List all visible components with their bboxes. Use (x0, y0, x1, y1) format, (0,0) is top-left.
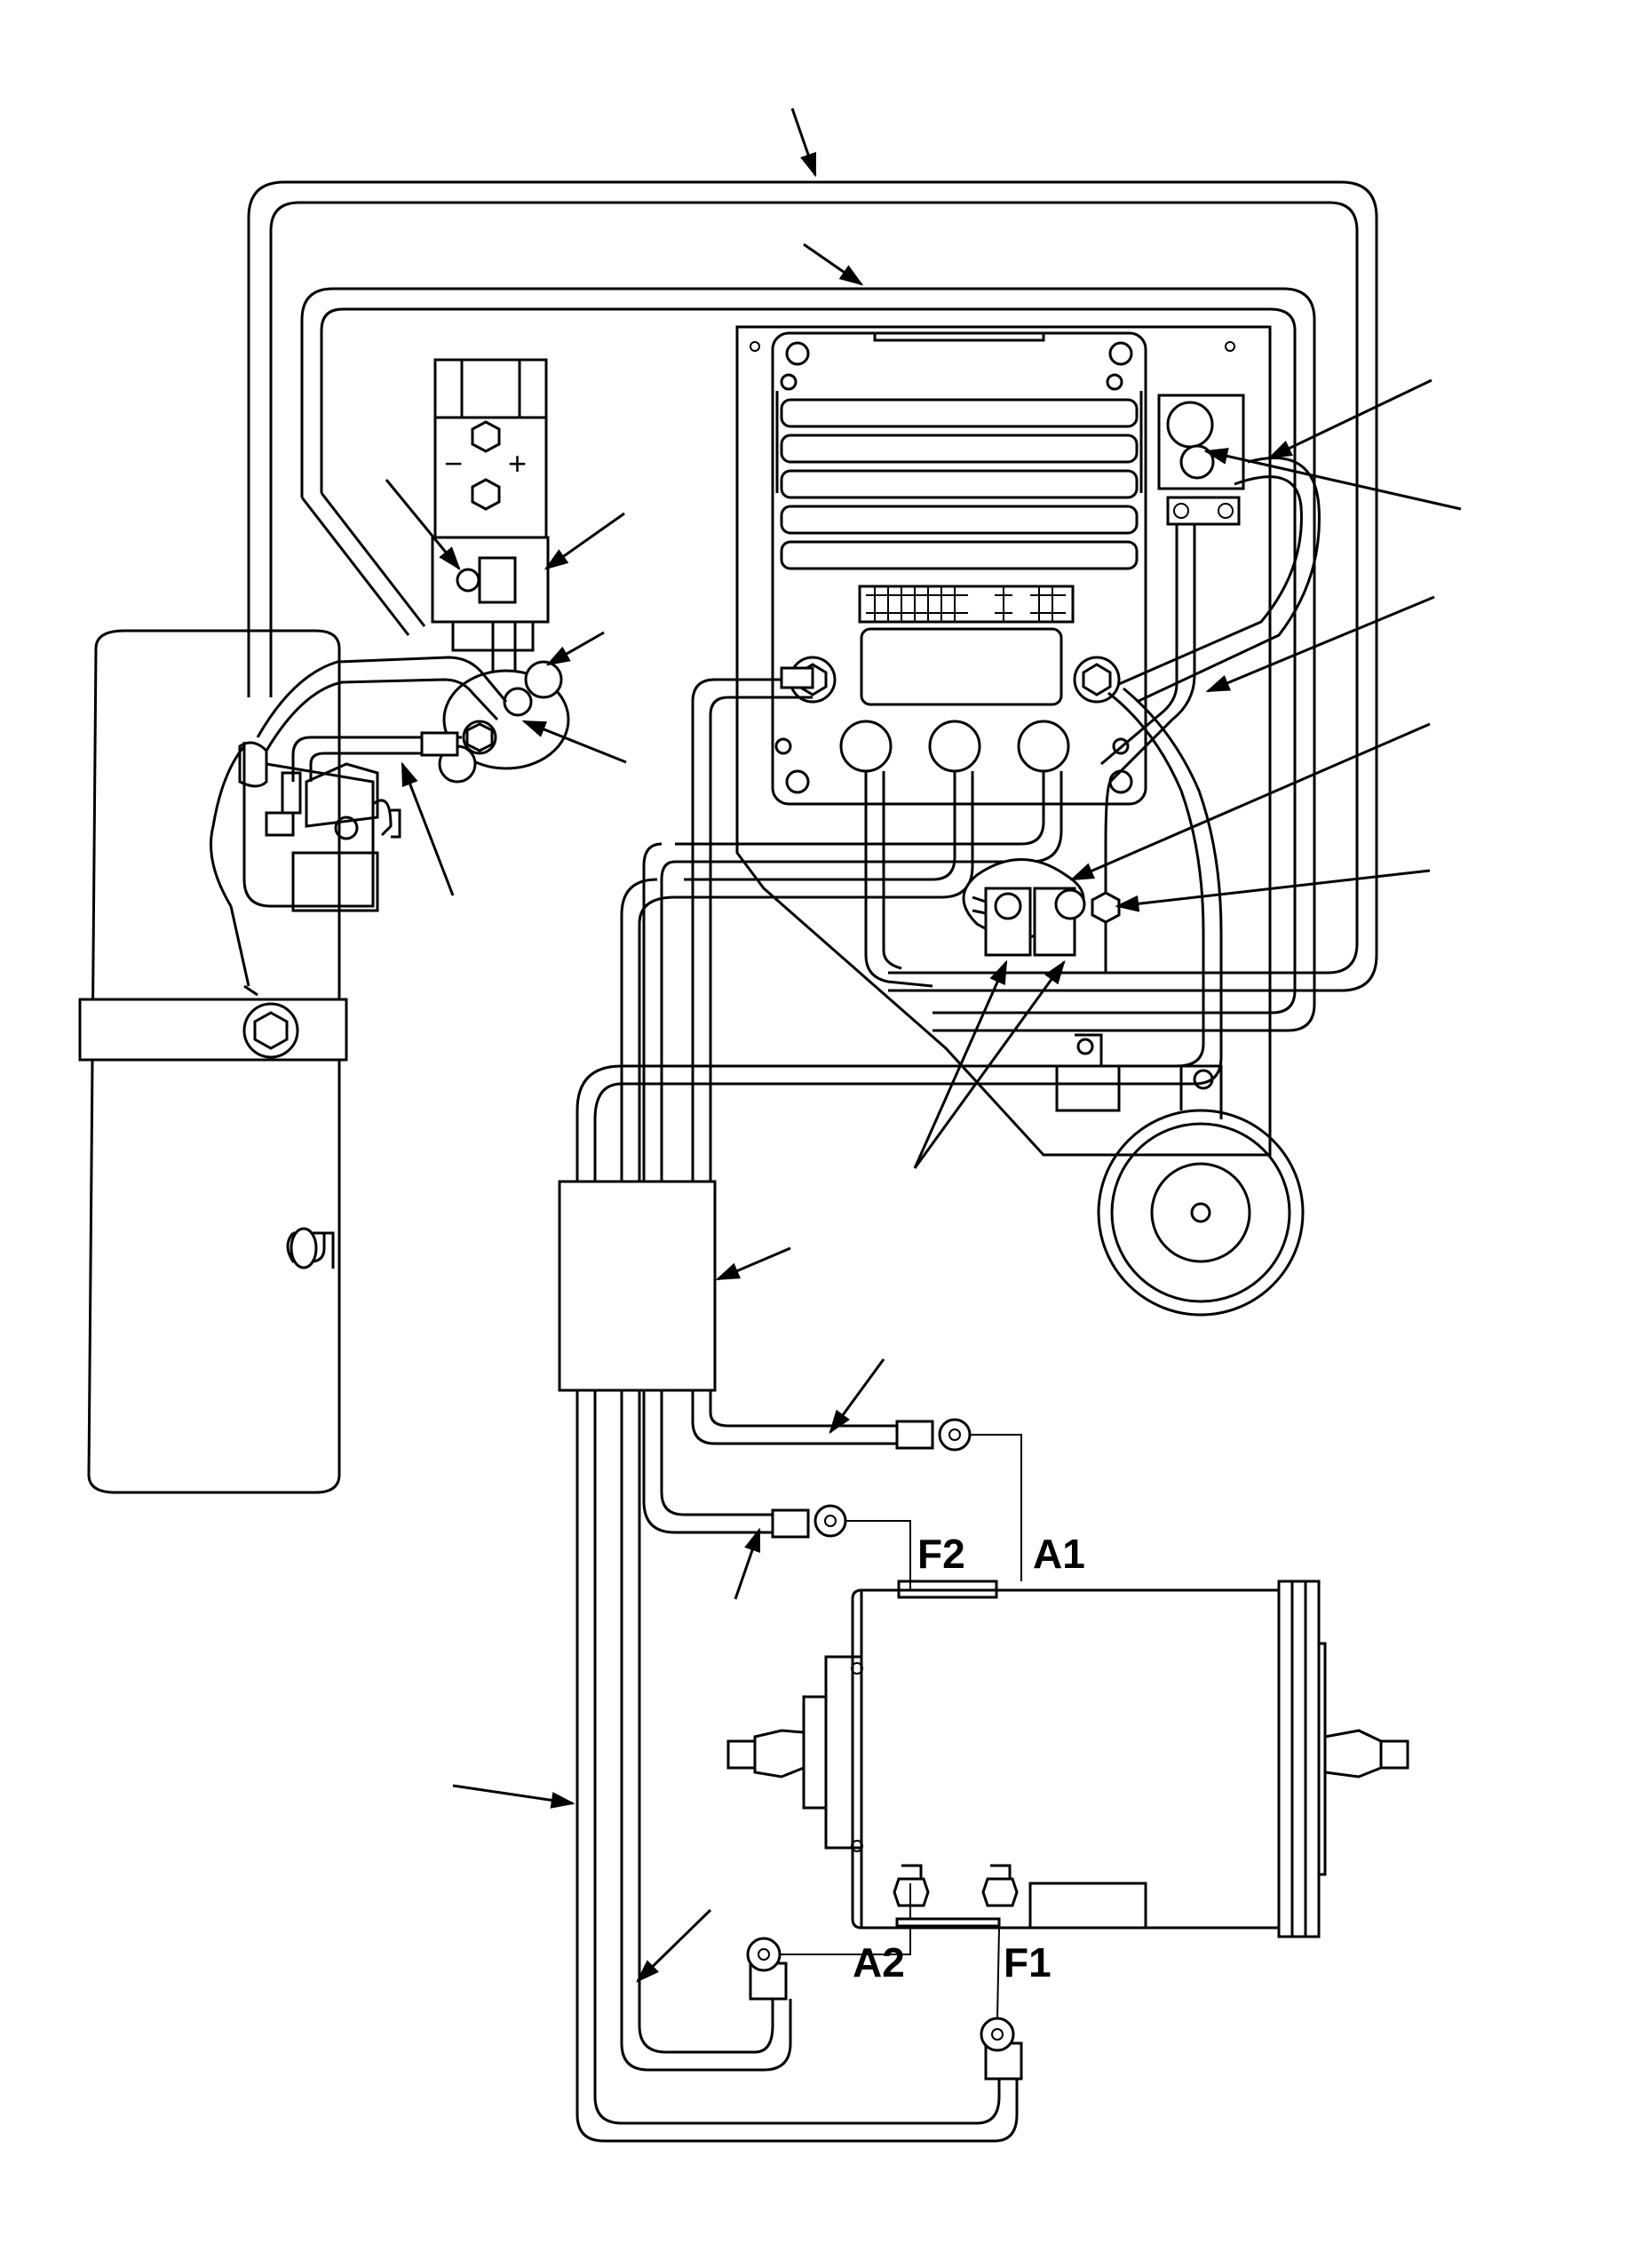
callout-arrow (1267, 378, 1433, 459)
callout-arrow (790, 107, 817, 178)
motor-controller (771, 331, 1147, 806)
tank-mounting-strap (78, 998, 348, 1062)
callout-arrow (401, 761, 455, 896)
callout-arrow (1115, 869, 1431, 912)
callout-arrow (913, 959, 1066, 1169)
main-contactor (962, 858, 1121, 957)
wire-loom-cover (558, 1180, 717, 1392)
drive-motor (726, 1580, 1409, 1938)
callout-arrow (1069, 722, 1431, 881)
terminal-leads (780, 1434, 1022, 2019)
pump-solenoid: − + (431, 358, 550, 684)
callout-arrow (545, 631, 605, 666)
outer-harness-cable (247, 180, 1378, 992)
motor-contactor-left (438, 660, 570, 784)
hydraulic-tank (78, 629, 348, 1494)
callout-arrow (452, 1784, 575, 1809)
callout-arrow (734, 1527, 761, 1600)
terminal-label-f2: F2 (917, 1531, 965, 1577)
motor-harness (575, 1390, 1023, 2143)
fuse-holder (1157, 394, 1245, 526)
callout-arrow (521, 720, 627, 764)
inner-harness-cable (300, 287, 1316, 1032)
controller-connector (858, 585, 1075, 624)
callout-arrow (829, 1358, 885, 1435)
callout-arrow (385, 479, 461, 571)
solenoid-minus-label: − (444, 445, 463, 481)
callout-arrow (544, 512, 625, 570)
controller-cables (575, 457, 1321, 1182)
callout-arrow (636, 1908, 712, 1983)
solenoid-cables (256, 656, 508, 782)
terminal-label-a1: A1 (1033, 1531, 1085, 1577)
hydraulic-pump-motor (210, 741, 401, 997)
callout-arrow (715, 1246, 791, 1281)
callout-arrow (1203, 448, 1462, 511)
solenoid-plus-label: + (508, 445, 527, 481)
callout-arrow (1205, 595, 1435, 693)
terminal-label-f1: F1 (1004, 1939, 1052, 1985)
terminal-label-a2: A2 (853, 1939, 905, 1985)
callout-leaders (385, 107, 1462, 1983)
callout-arrow (913, 959, 1008, 1169)
controller-display-window (860, 627, 1063, 706)
horn (1055, 1033, 1305, 1317)
callout-arrow (803, 243, 864, 286)
